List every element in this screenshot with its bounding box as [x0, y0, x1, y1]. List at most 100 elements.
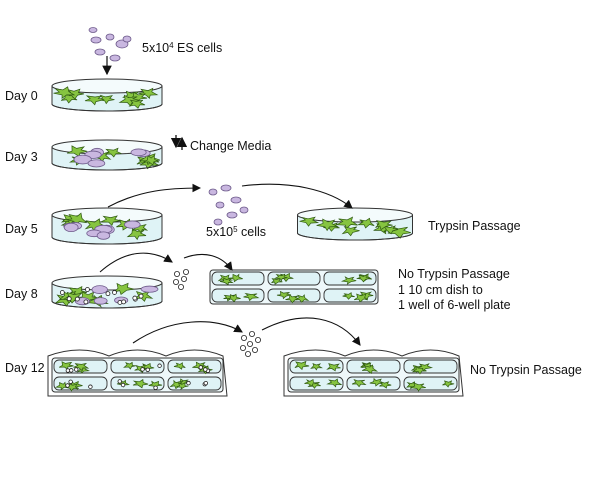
colony-mark — [226, 293, 241, 303]
es-cells-cluster — [88, 27, 132, 62]
colony-mark — [354, 293, 368, 303]
colony-mark — [375, 220, 393, 231]
well — [289, 359, 344, 374]
well — [110, 376, 165, 391]
colony-mark — [219, 277, 234, 286]
day5-cells-label: 5x105 cells — [206, 225, 266, 240]
well — [323, 271, 377, 286]
day12-arrow-out — [132, 321, 243, 344]
cell-bubble — [251, 346, 258, 353]
cell-mark — [63, 222, 79, 233]
well — [110, 359, 165, 374]
colony-mark — [123, 361, 136, 370]
change-media-icon — [170, 135, 188, 150]
well — [211, 288, 265, 303]
well — [267, 271, 321, 286]
day8-arrow-out — [99, 252, 173, 273]
colony-mark — [362, 364, 379, 374]
well — [323, 288, 377, 303]
no-trypsin-line1: No Trypsin Passage — [398, 267, 510, 281]
cell-mark — [239, 206, 249, 214]
day5-arrow-out — [107, 183, 202, 208]
cell-bubble — [83, 299, 89, 305]
trypsin-passage-label: Trypsin Passage — [428, 219, 521, 233]
cell-mark — [96, 231, 111, 240]
day12-arrow-in — [261, 317, 361, 346]
cell-mark — [124, 220, 141, 229]
colony-mark — [132, 378, 149, 389]
colony-mark — [351, 378, 367, 388]
cell-bubble — [157, 363, 162, 368]
cell-mark — [226, 211, 238, 219]
colony-mark — [54, 381, 69, 391]
cell-bubble — [59, 290, 65, 295]
plate-day12-source — [47, 349, 228, 397]
colony-mark — [176, 382, 189, 391]
no-trypsin-line3: 1 well of 6-well plate — [398, 298, 511, 312]
well — [403, 359, 458, 375]
cell-bubble — [246, 340, 253, 347]
colony-mark — [138, 87, 159, 99]
colony-mark — [326, 378, 343, 388]
well — [53, 376, 108, 392]
colony-mark — [442, 380, 455, 388]
cell-mark — [220, 184, 232, 192]
cell-bubble — [198, 365, 203, 370]
colony-mark — [64, 88, 85, 100]
cell-bubble — [138, 293, 144, 299]
cell-mark — [130, 148, 147, 157]
dish-day0 — [51, 78, 163, 112]
colony-mark — [358, 291, 374, 300]
colony-mark — [173, 362, 186, 370]
well — [346, 376, 401, 391]
day8-bubbles — [172, 268, 189, 290]
colony-mark — [243, 292, 260, 302]
colony-mark — [316, 218, 339, 232]
cell-mark — [109, 54, 121, 62]
cell-bubble — [145, 367, 150, 373]
colony-mark — [73, 362, 90, 372]
dish-day3 — [51, 139, 163, 171]
cell-bubble — [112, 290, 117, 295]
day-label-12: Day 12 — [5, 361, 45, 375]
day-label-3: Day 3 — [5, 150, 38, 164]
cell-mark — [105, 33, 115, 41]
colony-mark — [369, 377, 384, 387]
colony-mark — [112, 282, 134, 295]
cell-bubble — [239, 344, 246, 351]
cell-bubble — [203, 380, 209, 386]
dish-day8-source — [51, 275, 163, 309]
colony-mark — [357, 217, 375, 229]
day5-cells-cluster — [208, 184, 249, 226]
colony-mark — [341, 226, 360, 237]
cell-mark — [91, 285, 108, 294]
cell-mark — [140, 285, 159, 293]
no-trypsin-day12-label: No Trypsin Passage — [470, 363, 582, 377]
well — [211, 271, 265, 286]
cell-bubble — [117, 379, 122, 384]
cell-bubble — [182, 268, 189, 275]
cell-mark — [90, 36, 102, 44]
plate-day8 — [209, 269, 379, 305]
change-media-label: Change Media — [190, 139, 271, 153]
cell-bubble — [74, 296, 80, 302]
colony-mark — [294, 360, 310, 371]
colony-mark — [84, 95, 105, 106]
colony-mark — [143, 155, 160, 166]
well — [346, 359, 401, 374]
colony-mark — [229, 273, 243, 283]
colony-mark — [285, 294, 300, 304]
cell-bubble — [180, 275, 187, 282]
colony-mark — [169, 379, 185, 390]
colony-mark — [299, 216, 320, 227]
well — [289, 376, 344, 391]
colony-mark — [105, 147, 122, 158]
cell-mark — [215, 201, 225, 209]
cell-bubble — [140, 367, 145, 372]
cell-bubble — [186, 380, 191, 386]
cell-bubble — [66, 296, 72, 302]
cell-mark — [93, 297, 108, 305]
cell-bubble — [88, 384, 93, 389]
well — [167, 376, 222, 391]
cell-bubble — [240, 334, 247, 341]
